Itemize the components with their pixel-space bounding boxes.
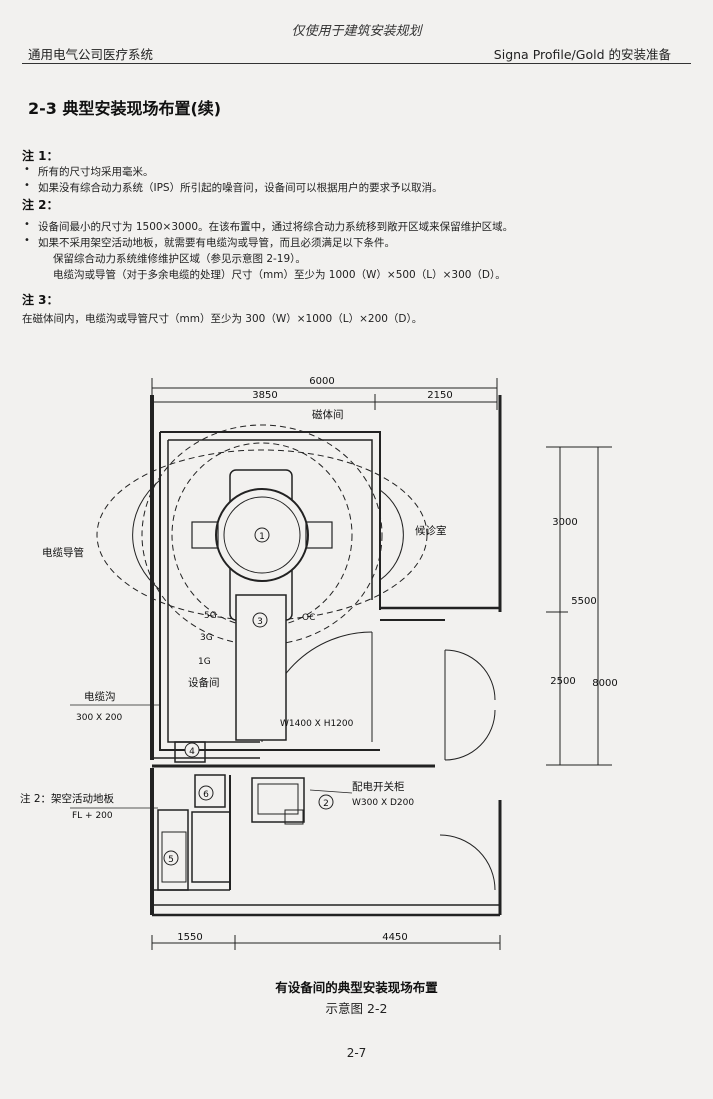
label-gauss-3g: 3G bbox=[200, 633, 213, 643]
label-raised-floor: 注 2：架空活动地板 bbox=[20, 792, 115, 805]
label-waiting-room: 候诊室 bbox=[415, 524, 447, 537]
note2-bullet-2: • bbox=[24, 235, 30, 246]
label-cable-trench-size: 300 X 200 bbox=[76, 713, 123, 723]
note1-bullet-1: • bbox=[24, 164, 30, 175]
dim-right-8000: 8000 bbox=[592, 678, 617, 689]
note2-subline-1: 保留综合动力系统维修维护区域（参见示意图 2-19）。 bbox=[53, 253, 306, 265]
dim-bottom-left: 1550 bbox=[177, 932, 202, 943]
header-right: Signa Profile/Gold 的安装准备 bbox=[493, 47, 671, 62]
header-left: 通用电气公司医疗系统 bbox=[28, 47, 154, 62]
label-cable-trench: 电缆沟 bbox=[84, 690, 116, 703]
marker-4: 4 bbox=[189, 747, 195, 757]
note3-line: 在磁体间内，电缆沟或导管尺寸（mm）至少为 300（W）×1000（L）×200… bbox=[22, 313, 423, 325]
marker-5: 5 bbox=[168, 855, 174, 865]
header-center: 仅使用于建筑安装规划 bbox=[291, 24, 422, 39]
label-switch-cabinet-size: W300 X D200 bbox=[352, 798, 414, 808]
note3-heading: 注 3： bbox=[22, 293, 59, 307]
dim-right-3000: 3000 bbox=[552, 517, 577, 528]
label-magnet-room: 磁体间 bbox=[312, 408, 344, 421]
label-gauss-5g: 5G bbox=[204, 611, 217, 621]
figure-caption-subtitle: 示意图 2-2 bbox=[325, 1001, 388, 1016]
marker-2: 2 bbox=[323, 799, 329, 809]
note2-heading: 注 2： bbox=[22, 198, 59, 212]
label-raised-floor-level: FL + 200 bbox=[72, 811, 113, 821]
note1-heading: 注 1： bbox=[22, 149, 59, 163]
header-rule bbox=[22, 63, 691, 64]
dim-right-2500: 2500 bbox=[550, 676, 575, 687]
label-cable-conduit: 电缆导管 bbox=[42, 546, 84, 559]
dim-top-left: 3850 bbox=[252, 390, 277, 401]
label-equipment-room: 设备间 bbox=[188, 676, 220, 689]
marker-1: 1 bbox=[259, 532, 265, 542]
figure-caption-title: 有设备间的典型安装现场布置 bbox=[275, 980, 438, 995]
note2-line-1: 设备间最小的尺寸为 1500×3000。在该布置中，通过将综合动力系统移到敞开区… bbox=[38, 221, 514, 233]
marker-3: 3 bbox=[257, 617, 263, 627]
dim-bottom-right: 4450 bbox=[382, 932, 407, 943]
note1-line-2: 如果没有综合动力系统（IPS）所引起的噪音问，设备间可以根据用户的要求予以取消。 bbox=[38, 182, 443, 194]
label-door-size: W1400 X H1200 bbox=[280, 719, 354, 729]
page-number: 2-7 bbox=[346, 1046, 367, 1060]
dim-right-5500: 5500 bbox=[571, 596, 596, 607]
note2-subline-2: 电缆沟或导管（对于多余电缆的处理）尺寸（mm）至少为 1000（W）×500（L… bbox=[53, 269, 506, 281]
floor-plan-diagram: 1 3 4 2 5 6 6000 3850 2150 1550 4450 300… bbox=[20, 376, 618, 950]
note2-bullet-1: • bbox=[24, 219, 30, 230]
marker-6: 6 bbox=[203, 790, 209, 800]
dim-top-total: 6000 bbox=[309, 376, 334, 387]
label-switch-cabinet: 配电开关柜 bbox=[352, 780, 405, 793]
dim-top-right: 2150 bbox=[427, 390, 452, 401]
note1-line-1: 所有的尺寸均采用毫米。 bbox=[38, 166, 154, 178]
note1-bullet-2: • bbox=[24, 180, 30, 191]
label-oc: OC bbox=[302, 613, 315, 623]
section-title: 2-3 典型安装现场布置(续) bbox=[28, 99, 222, 118]
note2-line-2: 如果不采用架空活动地板，就需要有电缆沟或导管，而且必须满足以下条件。 bbox=[38, 237, 395, 249]
label-gauss-1g: 1G bbox=[198, 657, 211, 667]
